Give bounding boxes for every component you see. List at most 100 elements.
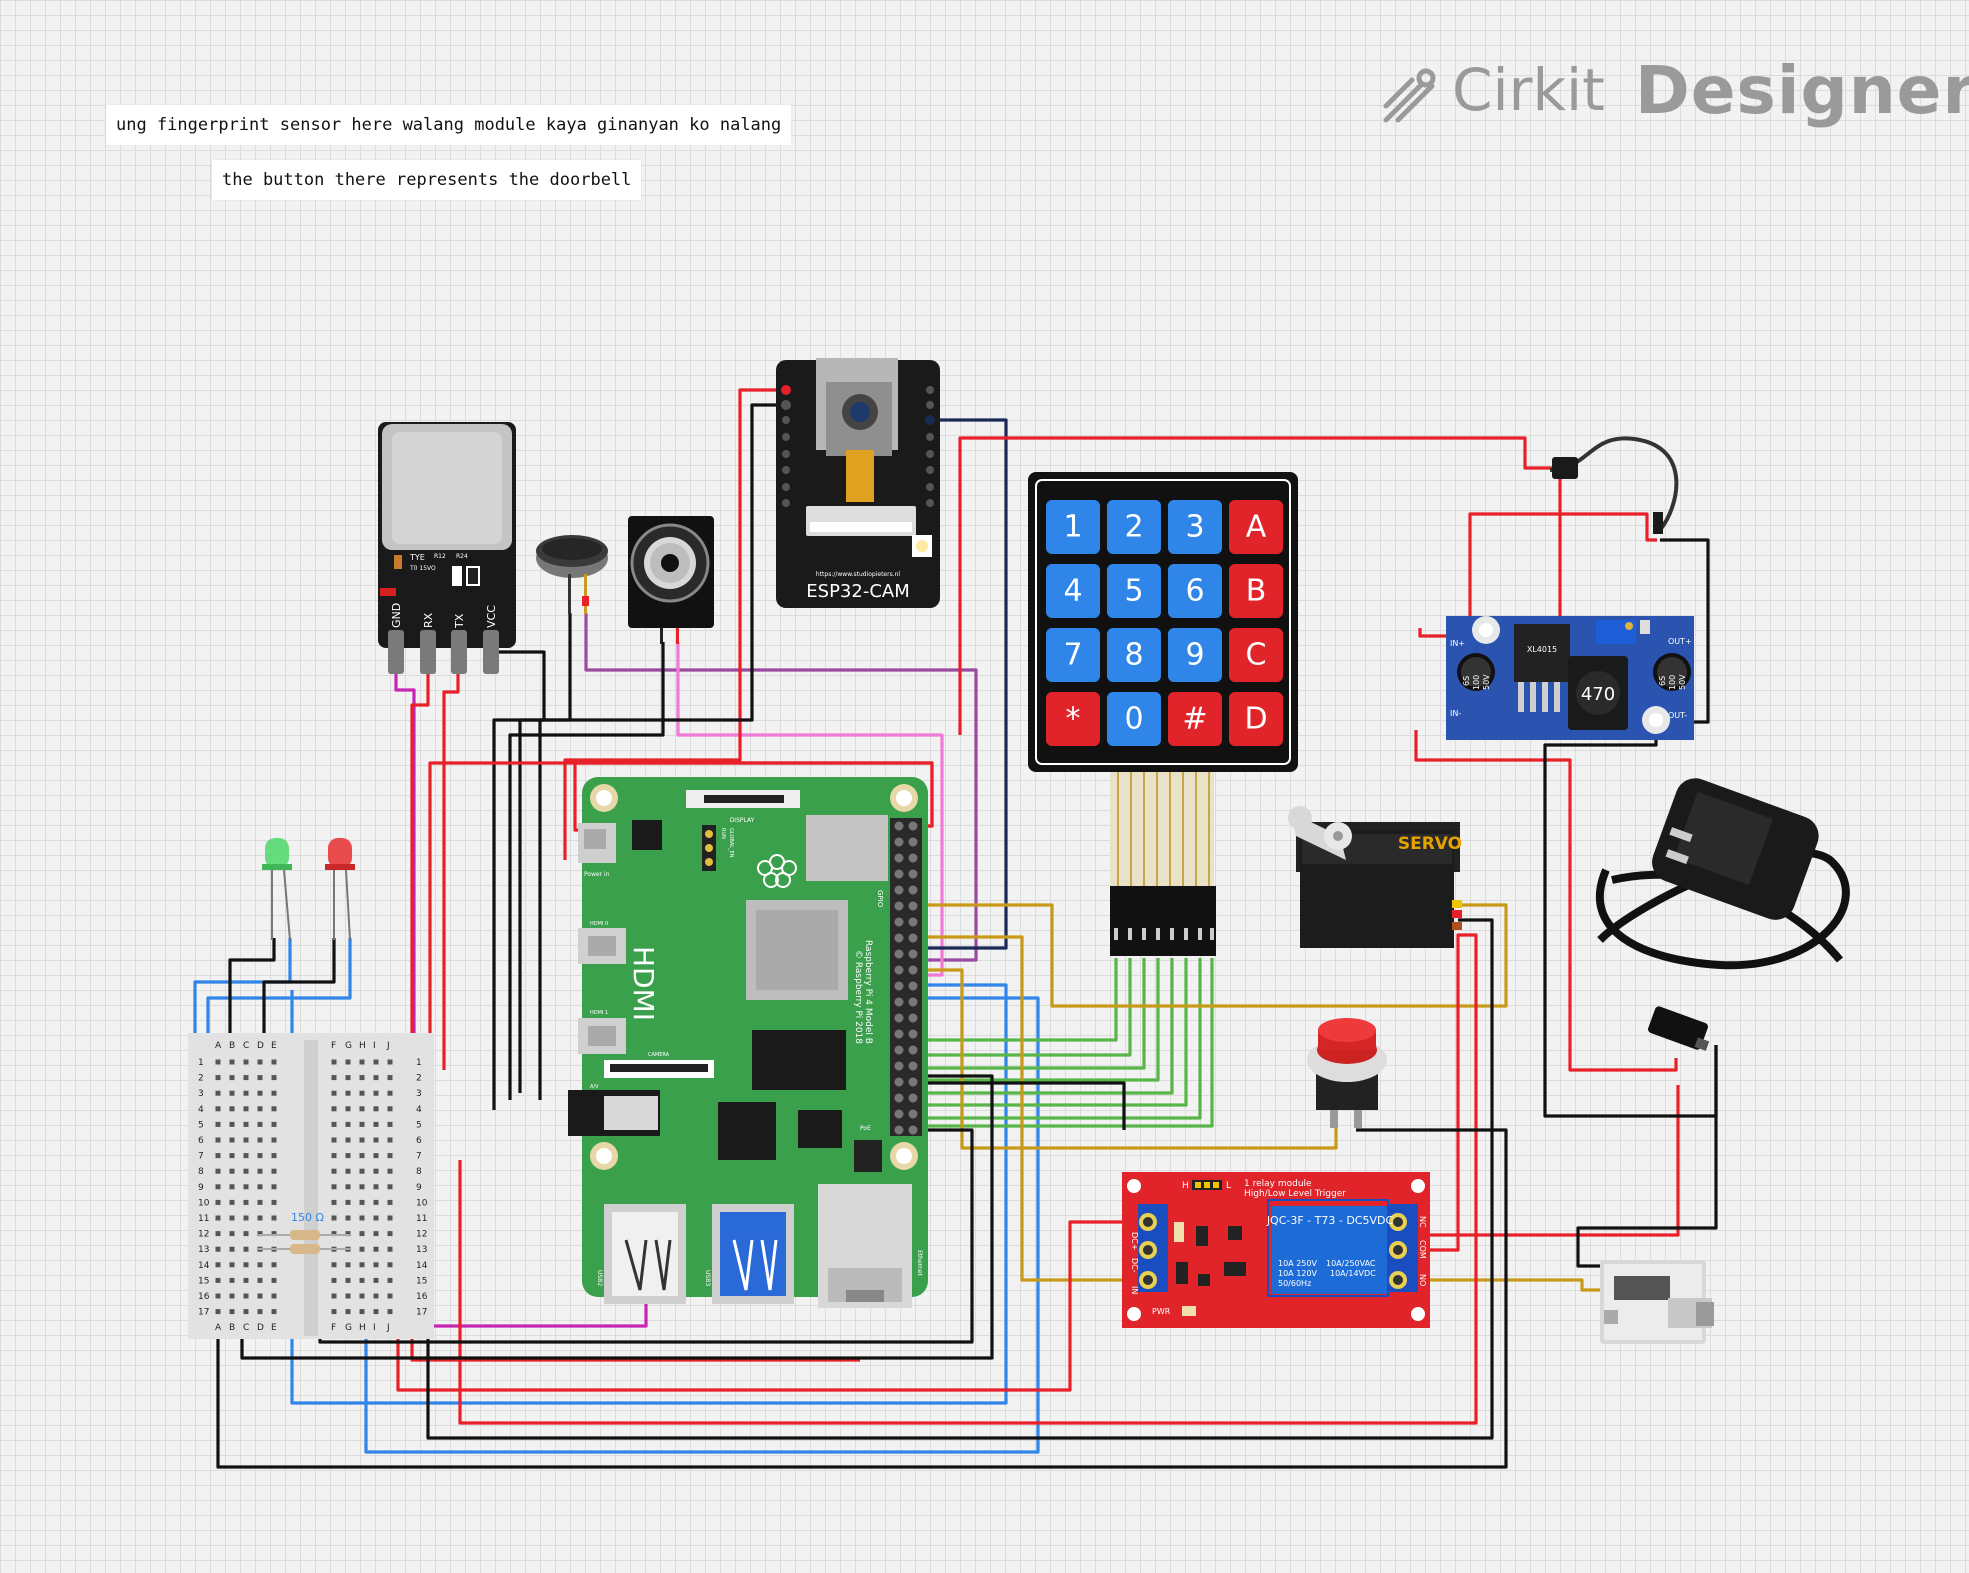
breadboard-hole[interactable]	[359, 1199, 365, 1205]
breadboard-hole[interactable]	[359, 1277, 365, 1283]
gpio-pin[interactable]	[908, 837, 918, 847]
dc-jack-cable[interactable]	[1549, 436, 1679, 534]
breadboard-hole[interactable]	[387, 1231, 393, 1237]
breadboard-hole[interactable]	[359, 1121, 365, 1127]
keypad-key[interactable]: 3	[1168, 500, 1222, 554]
breadboard-hole[interactable]	[271, 1231, 277, 1237]
breadboard-hole[interactable]	[215, 1199, 221, 1205]
breadboard-hole[interactable]	[257, 1137, 263, 1143]
keypad-key[interactable]: 1	[1046, 500, 1100, 554]
breadboard-hole[interactable]	[331, 1168, 337, 1174]
breadboard-hole[interactable]	[243, 1153, 249, 1159]
gpio-pin[interactable]	[908, 965, 918, 975]
breadboard-hole[interactable]	[345, 1231, 351, 1237]
breadboard-hole[interactable]	[271, 1215, 277, 1221]
breadboard-hole[interactable]	[345, 1106, 351, 1112]
gpio-pin[interactable]	[894, 917, 904, 927]
breadboard-hole[interactable]	[373, 1262, 379, 1268]
gpio-pin[interactable]	[894, 837, 904, 847]
breadboard-hole[interactable]	[229, 1199, 235, 1205]
breadboard-hole[interactable]	[387, 1106, 393, 1112]
breadboard-hole[interactable]	[215, 1121, 221, 1127]
breadboard-hole[interactable]	[345, 1168, 351, 1174]
wire-keypad-3[interactable]	[912, 958, 1146, 1070]
breadboard-hole[interactable]	[331, 1262, 337, 1268]
breadboard-hole[interactable]	[257, 1106, 263, 1112]
wire-keypad-5[interactable]	[912, 958, 1174, 1095]
breadboard-hole[interactable]	[229, 1090, 235, 1096]
gpio-pin[interactable]	[908, 1109, 918, 1119]
breadboard-hole[interactable]	[345, 1215, 351, 1221]
breadboard-hole[interactable]	[215, 1168, 221, 1174]
gpio-pin[interactable]	[908, 1029, 918, 1039]
breadboard-hole[interactable]	[215, 1075, 221, 1081]
breadboard-hole[interactable]	[331, 1121, 337, 1127]
breadboard-hole[interactable]	[271, 1106, 277, 1112]
wire-keypad-2[interactable]	[912, 958, 1132, 1057]
breadboard-hole[interactable]	[271, 1153, 277, 1159]
breadboard-hole[interactable]	[243, 1199, 249, 1205]
breadboard-hole[interactable]	[373, 1293, 379, 1299]
gpio-pin[interactable]	[908, 1061, 918, 1071]
breadboard-hole[interactable]	[271, 1262, 277, 1268]
gpio-pin[interactable]	[894, 1013, 904, 1023]
gpio-pin[interactable]	[894, 1109, 904, 1119]
breadboard-hole[interactable]	[215, 1184, 221, 1190]
breadboard-hole[interactable]	[345, 1184, 351, 1190]
microphone[interactable]	[536, 535, 608, 614]
breadboard-hole[interactable]	[345, 1137, 351, 1143]
breadboard-hole[interactable]	[359, 1215, 365, 1221]
gpio-pin[interactable]	[894, 821, 904, 831]
breadboard-hole[interactable]	[373, 1137, 379, 1143]
breadboard-hole[interactable]	[345, 1059, 351, 1065]
breadboard-hole[interactable]	[257, 1153, 263, 1159]
breadboard-hole[interactable]	[373, 1059, 379, 1065]
breadboard-hole[interactable]	[345, 1090, 351, 1096]
breadboard-hole[interactable]	[257, 1293, 263, 1299]
breadboard-hole[interactable]	[243, 1090, 249, 1096]
buck-converter[interactable]: 6S 100 50V 6S 100 50V XL4015 470 IN+ IN-…	[1446, 616, 1694, 740]
gpio-pin[interactable]	[908, 917, 918, 927]
breadboard-hole[interactable]	[243, 1293, 249, 1299]
breadboard-hole[interactable]	[215, 1137, 221, 1143]
breadboard-hole[interactable]	[359, 1168, 365, 1174]
wire-button-yellow[interactable]	[912, 968, 1338, 1150]
breadboard-hole[interactable]	[243, 1184, 249, 1190]
wire-adapter-red[interactable]	[1414, 730, 1678, 1072]
gpio-pin[interactable]	[908, 933, 918, 943]
breadboard-hole[interactable]	[271, 1121, 277, 1127]
breadboard-hole[interactable]	[257, 1168, 263, 1174]
breadboard-hole[interactable]	[387, 1215, 393, 1221]
breadboard-hole[interactable]	[387, 1277, 393, 1283]
gpio-pin[interactable]	[894, 1093, 904, 1103]
gpio-pin[interactable]	[908, 1013, 918, 1023]
gpio-pin[interactable]	[908, 997, 918, 1007]
breadboard-hole[interactable]	[387, 1090, 393, 1096]
led-green[interactable]	[262, 838, 292, 941]
gpio-pin[interactable]	[908, 1045, 918, 1055]
breadboard-hole[interactable]	[387, 1184, 393, 1190]
breadboard-hole[interactable]	[331, 1075, 337, 1081]
keypad-key[interactable]: 0	[1107, 692, 1161, 746]
wire-keypad-8[interactable]	[912, 958, 1214, 1128]
breadboard-hole[interactable]	[215, 1293, 221, 1299]
breadboard-hole[interactable]	[387, 1137, 393, 1143]
speaker[interactable]	[628, 516, 714, 644]
breadboard-hole[interactable]	[345, 1153, 351, 1159]
breadboard-hole[interactable]	[271, 1199, 277, 1205]
breadboard-hole[interactable]	[387, 1246, 393, 1252]
gpio-pin[interactable]	[894, 997, 904, 1007]
breadboard-hole[interactable]	[215, 1262, 221, 1268]
gpio-pin[interactable]	[908, 821, 918, 831]
gpio-pin[interactable]	[894, 981, 904, 991]
gpio-pin[interactable]	[908, 1077, 918, 1087]
breadboard-hole[interactable]	[373, 1199, 379, 1205]
keypad-key[interactable]: B	[1229, 564, 1283, 618]
gpio-pin[interactable]	[894, 1077, 904, 1087]
breadboard-hole[interactable]	[345, 1309, 351, 1315]
gpio-pin[interactable]	[908, 1093, 918, 1103]
breadboard-hole[interactable]	[331, 1137, 337, 1143]
breadboard-hole[interactable]	[257, 1184, 263, 1190]
breadboard-hole[interactable]	[345, 1075, 351, 1081]
breadboard-hole[interactable]	[229, 1059, 235, 1065]
